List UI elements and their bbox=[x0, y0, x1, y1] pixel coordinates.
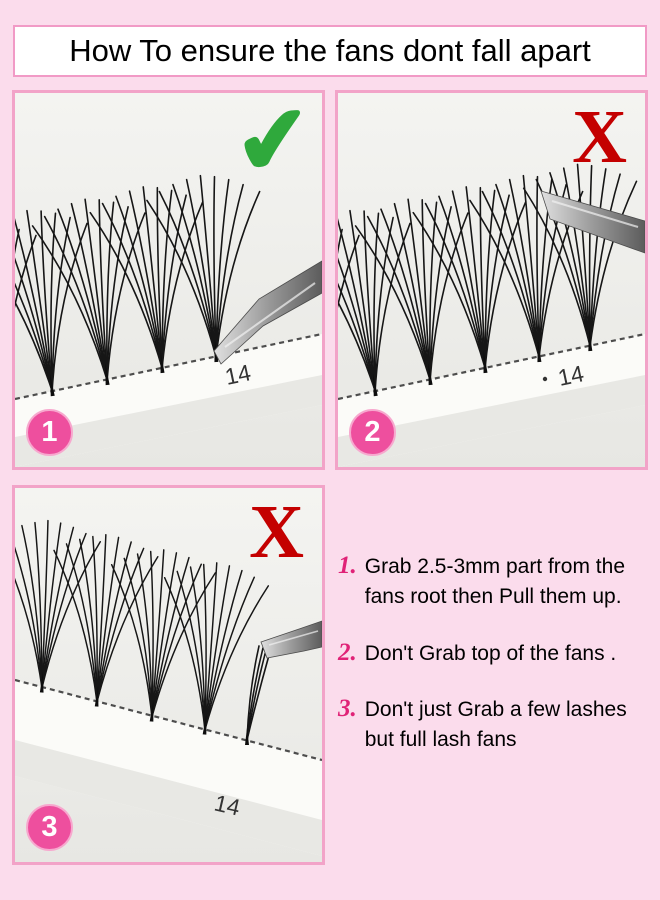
instruction-text: Don't just Grab a few lashes but full la… bbox=[364, 698, 627, 752]
lash-photo: 14 bbox=[15, 93, 322, 467]
tweezers bbox=[213, 260, 322, 365]
page-title: How To ensure the fans dont fall apart bbox=[69, 33, 591, 68]
tape-label: 14 bbox=[212, 790, 243, 821]
instruction-item: 3. Don't just Grab a few lashes but full… bbox=[338, 695, 652, 755]
check-mark-icon: ✔ bbox=[229, 90, 318, 196]
lash-photo: 14 bbox=[15, 488, 322, 862]
instruction-text: Don't Grab top of the fans . bbox=[364, 641, 617, 665]
title-bar: How To ensure the fans dont fall apart bbox=[13, 25, 647, 77]
instruction-item: 1. Grab 2.5-3mm part from the fans root … bbox=[338, 552, 652, 612]
tweezers bbox=[260, 620, 322, 659]
perforation-line bbox=[338, 332, 645, 401]
instruction-item: 2. Don't Grab top of the fans . bbox=[338, 639, 652, 669]
tape-label: 14 bbox=[223, 359, 254, 390]
panel-wrong-grip-top: 14 X 2 bbox=[335, 90, 648, 470]
lash-photo: 14 bbox=[338, 93, 645, 467]
instruction-number: 2. bbox=[338, 638, 357, 666]
instruction-number: 3. bbox=[338, 695, 357, 723]
instruction-text: Grab 2.5-3mm part from the fans root the… bbox=[364, 555, 626, 608]
instructions-list: 1. Grab 2.5-3mm part from the fans root … bbox=[338, 552, 652, 782]
step-badge: 2 bbox=[349, 409, 396, 456]
x-mark-icon: X bbox=[249, 490, 304, 574]
tape-label: 14 bbox=[556, 360, 587, 391]
perforation-line bbox=[15, 332, 322, 401]
step-badge: 1 bbox=[26, 409, 73, 456]
panel-correct-grip: 14 ✔ 1 bbox=[12, 90, 325, 470]
panel-wrong-grip-few-lashes: 14 X 3 bbox=[12, 485, 325, 865]
perforation-line bbox=[15, 678, 322, 762]
step-badge: 3 bbox=[26, 804, 73, 851]
instruction-number: 1. bbox=[338, 552, 357, 579]
x-mark-icon: X bbox=[572, 95, 627, 179]
